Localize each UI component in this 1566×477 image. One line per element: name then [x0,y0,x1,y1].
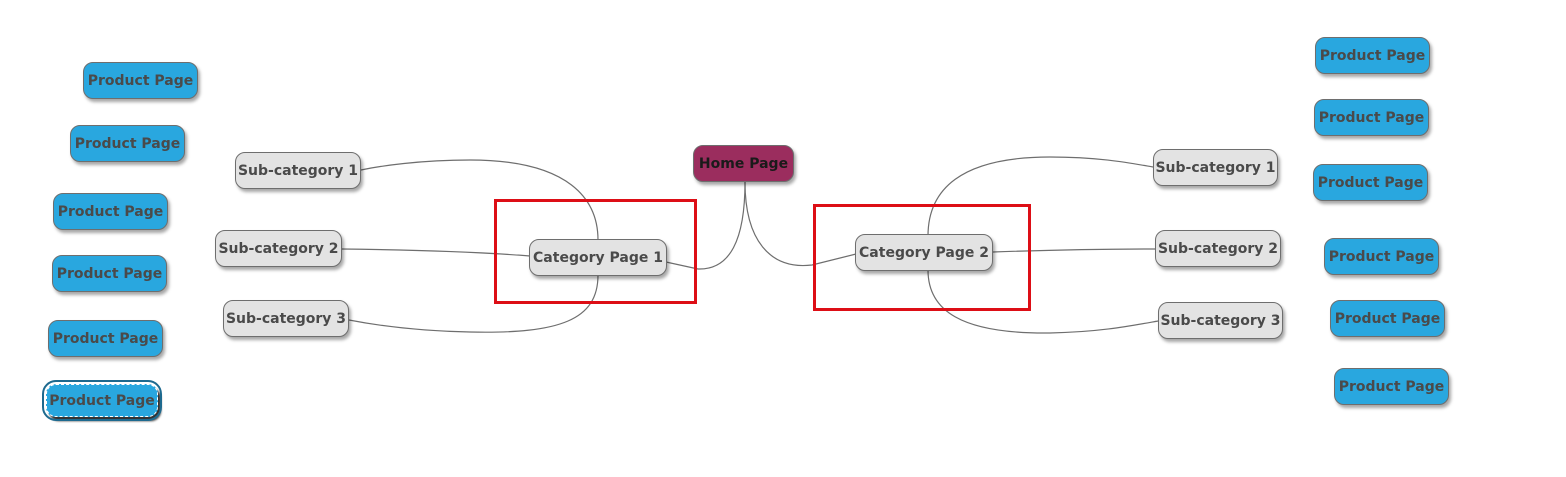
cat2-subcategory-1-node[interactable]: Sub-category 1 [1153,149,1278,186]
right-product-page-node[interactable]: Product Page [1313,164,1428,201]
right-product-page-node[interactable]: Product Page [1324,238,1439,275]
left-product-page-node[interactable]: Product Page [70,125,185,162]
left-product-page-node[interactable]: Product Page [48,320,163,357]
right-product-page-node[interactable]: Product Page [1314,99,1429,136]
right-product-page-node[interactable]: Product Page [1315,37,1430,74]
right-product-page-node[interactable]: Product Page [1334,368,1449,405]
category-page-1-node[interactable]: Category Page 1 [529,239,667,276]
cat2-subcategory-3-node[interactable]: Sub-category 3 [1158,302,1283,339]
home-page-node[interactable]: Home Page [693,145,794,182]
cat1-subcategory-3-node[interactable]: Sub-category 3 [223,300,349,337]
cat1-subcategory-1-node[interactable]: Sub-category 1 [235,152,361,189]
cat1-subcategory-2-node[interactable]: Sub-category 2 [215,230,342,267]
left-product-page-node[interactable]: Product Page [52,255,167,292]
cat2-subcategory-2-node[interactable]: Sub-category 2 [1155,230,1281,267]
left-product-page-node-selected[interactable]: Product Page [42,380,162,421]
right-product-page-node[interactable]: Product Page [1330,300,1445,337]
left-product-page-node[interactable]: Product Page [53,193,168,230]
left-product-page-node[interactable]: Product Page [83,62,198,99]
category-page-2-node[interactable]: Category Page 2 [855,234,993,271]
